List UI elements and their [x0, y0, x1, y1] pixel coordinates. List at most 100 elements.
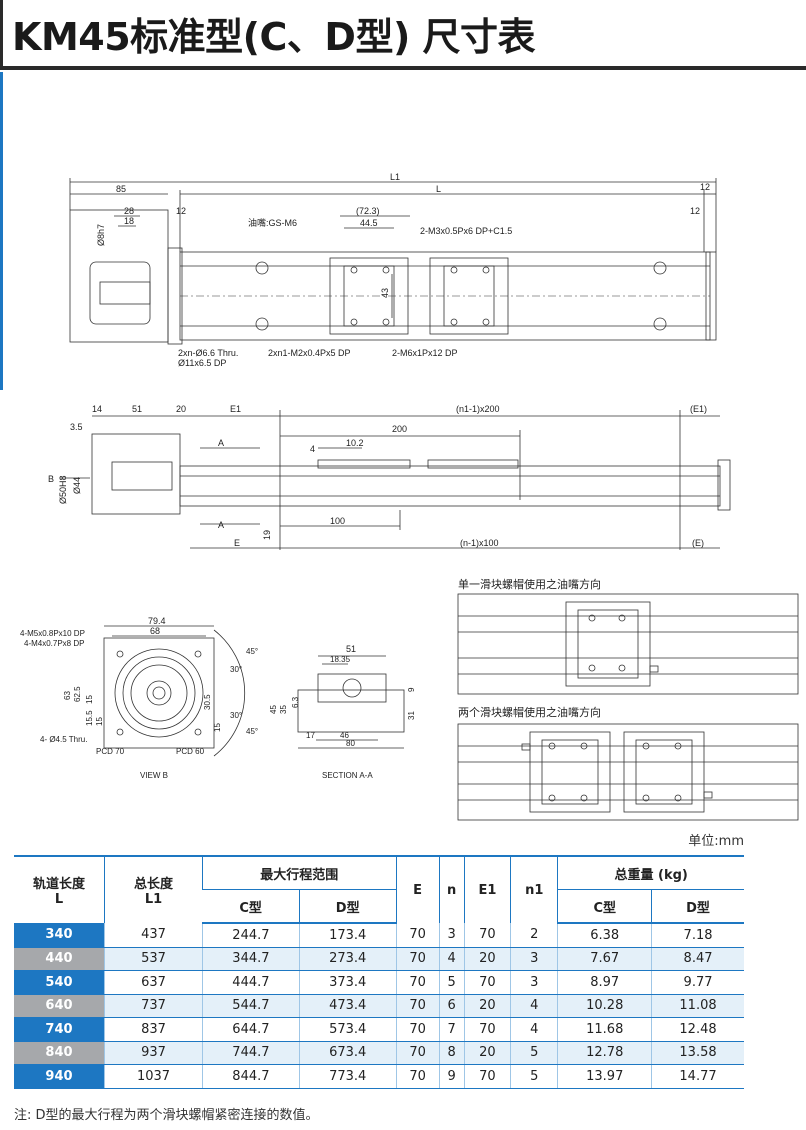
cell-n: 7 [438, 1017, 465, 1042]
cell-e1: 70 [463, 1017, 511, 1042]
cell-n: 9 [438, 1064, 465, 1089]
carriage-1-side [317, 459, 411, 469]
callout-thru: 2xn-Ø6.6 Thru. [178, 348, 238, 358]
dim-top-12-l: 12 [176, 206, 186, 216]
cell-rail-length: 740 [14, 1017, 105, 1042]
page-header: KM45标准型(C、D型) 尺寸表 [0, 0, 806, 70]
dim-top-43: 43 [380, 288, 390, 298]
dim-top-d8: Ø8h7 [96, 224, 106, 246]
dim-side-e: E [234, 538, 240, 548]
dim-aa-31: 31 [407, 711, 416, 720]
cell-stroke-c: 244.7 [202, 923, 300, 948]
dim-side-d44: Ø44 [72, 477, 82, 494]
cell-e: 70 [395, 1017, 440, 1042]
dim-aa-17: 17 [306, 731, 315, 740]
dim-top-12-b: 12 [690, 206, 700, 216]
cell-weight-d: 7.18 [651, 923, 744, 948]
motor-block-top [69, 209, 169, 343]
cell-weight-d: 9.77 [651, 970, 744, 995]
oil-single-carriage [565, 601, 651, 687]
dim-aa-18-35: 18.35 [330, 655, 351, 664]
footnote: 注: D型的最大行程为两个滑块螺帽紧密连接的数值。 [14, 1108, 319, 1123]
section-carriage [317, 673, 387, 703]
cell-stroke-d: 673.4 [298, 1041, 397, 1065]
th-rail-length-sym: L [54, 892, 64, 907]
dim-side-a-top: A [218, 438, 224, 448]
dim-top-44: 44.5 [360, 218, 378, 228]
cell-n: 6 [438, 994, 465, 1018]
cell-n1: 4 [510, 994, 558, 1018]
th-rail-length-label: 轨道长度 [32, 877, 85, 892]
cell-total-length: 637 [103, 970, 203, 995]
cell-stroke-c: 544.7 [202, 994, 300, 1018]
dim-aa-9: 9 [407, 687, 416, 692]
cell-rail-length: 840 [14, 1041, 105, 1065]
th-total-length-label: 总长度 [134, 877, 174, 892]
cell-total-length: 737 [103, 994, 203, 1018]
carriage-2-side [427, 459, 519, 469]
dim-side-e-paren: (E) [692, 538, 704, 548]
cell-e1: 70 [463, 1064, 511, 1089]
th-weight: 总重量 (kg) [557, 855, 744, 890]
dim-top-85: 85 [116, 184, 126, 194]
cell-stroke-d: 173.4 [298, 923, 397, 948]
dim-side-3-5: 3.5 [70, 422, 83, 432]
cell-stroke-d: 573.4 [298, 1017, 397, 1042]
dim-aa-35: 35 [279, 705, 288, 714]
oil-double-carriage-2 [623, 731, 705, 813]
cell-e: 70 [395, 1064, 440, 1089]
cell-stroke-d: 373.4 [298, 970, 397, 995]
dim-vb-45-top: 45° [246, 647, 258, 656]
dim-top-72: (72.3) [356, 206, 380, 216]
dim-vb-45-bottom: 45° [246, 727, 258, 736]
cell-stroke-c: 744.7 [202, 1041, 300, 1065]
cell-weight-d: 11.08 [651, 994, 744, 1018]
cell-e: 70 [395, 994, 440, 1018]
dim-top-12-r: 12 [700, 182, 710, 192]
cell-stroke-c: 644.7 [202, 1017, 300, 1042]
cell-weight-c: 7.67 [557, 947, 652, 971]
dim-side-n-100: (n-1)x100 [460, 538, 499, 548]
cell-n1: 5 [510, 1041, 558, 1065]
oil-double-carriage-1 [529, 731, 611, 813]
cell-weight-d: 8.47 [651, 947, 744, 971]
cell-stroke-c: 844.7 [202, 1064, 300, 1089]
dim-side-19: 19 [262, 530, 272, 540]
cell-weight-c: 11.68 [557, 1017, 652, 1042]
dim-side-n1-200: (n1-1)x200 [456, 404, 500, 414]
dim-side-14: 14 [92, 404, 102, 414]
dim-aa-51: 51 [346, 644, 356, 654]
dim-aa-80: 80 [346, 739, 355, 748]
th-e: E [395, 855, 440, 923]
cell-n: 8 [438, 1041, 465, 1065]
dim-vb-30-5: 30.5 [203, 694, 212, 710]
oil-double-rail [457, 723, 799, 821]
dim-top-l: L [436, 184, 441, 194]
end-plate-side [717, 459, 731, 511]
cell-total-length: 437 [103, 923, 203, 948]
cell-e1: 70 [463, 923, 511, 948]
cell-total-length: 537 [103, 947, 203, 971]
rail-body-side [179, 465, 721, 507]
th-n: n [438, 855, 465, 923]
cell-stroke-d: 473.4 [298, 994, 397, 1018]
th-rail-length: 轨道长度 L [14, 855, 105, 923]
coupling-top [99, 281, 151, 305]
dim-vb-62-5: 62.5 [73, 686, 82, 702]
cell-n1: 2 [510, 923, 558, 948]
cell-rail-length: 340 [14, 923, 105, 948]
dim-top-28: 28 [124, 206, 134, 216]
cell-e1: 20 [463, 1041, 511, 1065]
dim-vb-15-a: 15 [85, 695, 94, 704]
dim-vb-30-top: 30° [230, 665, 242, 674]
dim-side-d50: Ø50H8 [58, 475, 68, 504]
cell-weight-c: 6.38 [557, 923, 652, 948]
cell-n1: 3 [510, 947, 558, 971]
dim-vb-63: 63 [63, 691, 72, 700]
callout-m2: 2xn1-M2x0.4Px5 DP [268, 348, 351, 358]
accent-bar [0, 72, 3, 390]
